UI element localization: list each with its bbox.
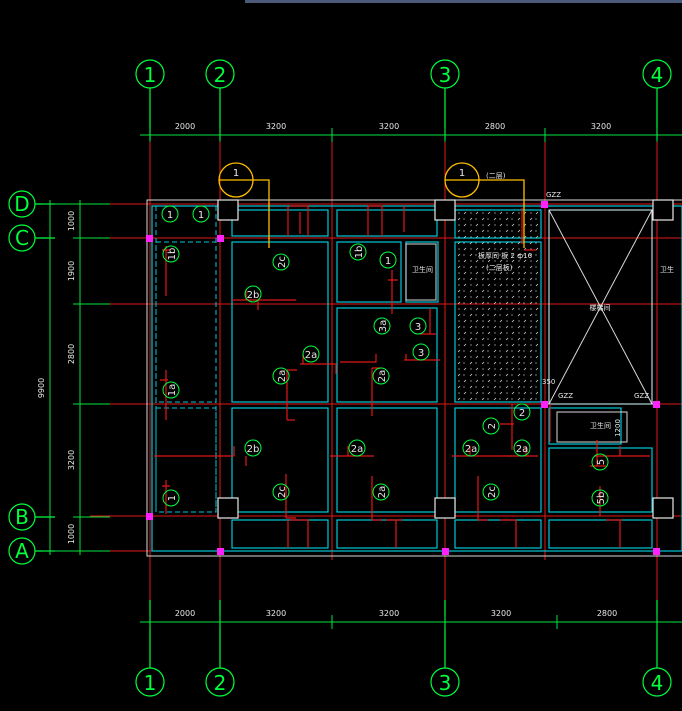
slab-label: 2a (305, 350, 318, 361)
grid-top-4: 4 (651, 63, 664, 87)
slab-label: 2a (351, 444, 364, 455)
slab-label: 3 (415, 322, 421, 333)
beam-outlines (155, 206, 653, 549)
slab-label: 2c (277, 486, 288, 498)
slab-label: 3 (418, 348, 424, 359)
rebar-marks (154, 205, 650, 548)
dim-top-4: 2800 (485, 122, 505, 131)
dim-bottom-3: 3200 (379, 609, 399, 618)
room-wc-3: 卫生 (660, 265, 674, 274)
slab-label: 1 (198, 210, 204, 221)
dim-left-5: 1000 (67, 524, 76, 544)
slab-label: 5b (596, 492, 607, 505)
dim-top-3: 3200 (379, 122, 399, 131)
dim-bottom-5: 2800 (597, 609, 617, 618)
dim-left-4: 3200 (67, 450, 76, 470)
bottom-grid-bubbles: 1 2 3 4 (135, 600, 672, 697)
dim-left-total: 9900 (37, 378, 46, 398)
dim-top-1: 2000 (175, 122, 195, 131)
grid-top-1: 1 (144, 63, 157, 87)
gz-label-3: GZZ (634, 392, 649, 400)
columns (217, 199, 674, 519)
bottom-dimension-line: 2000 3200 3200 3200 2800 (140, 609, 682, 629)
size-label: 350 (542, 378, 555, 386)
slab-label: 2a (377, 486, 388, 499)
slab-label: 1 (385, 256, 391, 267)
grid-bottom-4: 4 (651, 671, 664, 695)
dim-left-3: 2800 (67, 344, 76, 364)
top-dimension-line: 2000 3200 3200 2800 3200 (140, 122, 682, 142)
slab-label: 1b (354, 246, 365, 259)
grid-bottom-1: 1 (144, 671, 157, 695)
slab-label: 2a (465, 444, 478, 455)
support-nodes (146, 201, 660, 555)
grid-bottom-3: 3 (439, 671, 452, 695)
top-selection-strip (245, 0, 682, 3)
section-mark-1: 1 (233, 168, 239, 179)
slab-label: 2b (247, 290, 260, 301)
slab-label: 2a (377, 370, 388, 383)
slab-labels: 1 1 1b 2c 2b 1b 1 3a 3 2a 3 1a 2a 2a 2b … (161, 205, 609, 507)
vertical-axis-lines (149, 92, 658, 600)
slab-label: 1 (167, 210, 173, 221)
row-grid-bubbles: D C B A (8, 190, 55, 565)
dim-bottom-2: 3200 (266, 609, 286, 618)
section-mark-2: 1 (459, 168, 465, 179)
slab-label: 5 (596, 459, 607, 465)
wall-lines (405, 243, 657, 443)
slab-label: 2a (277, 370, 288, 383)
slab-label: 2 (519, 408, 525, 419)
dim-left-2: 1900 (67, 261, 76, 281)
gz-label-2: GZZ (558, 392, 573, 400)
gz-label-1: GZZ (546, 191, 561, 199)
grid-row-A: A (15, 539, 29, 563)
grid-row-D: D (14, 192, 29, 216)
note-level-b: (二层板) (486, 263, 513, 272)
dim-left-1: 1000 (67, 211, 76, 231)
slab-label: 1 (167, 495, 178, 501)
grid-bottom-2: 2 (214, 671, 227, 695)
slab-label: 1a (167, 384, 178, 397)
slab-label: 2a (516, 444, 529, 455)
grid-top-2: 2 (214, 63, 227, 87)
slab-label: 2 (487, 423, 498, 429)
grid-row-C: C (15, 226, 29, 250)
stair-label: 楼梯间 (590, 303, 611, 312)
note-1200: 1200 (614, 419, 622, 437)
slab-label: 1b (167, 248, 178, 261)
note-slab-thickness: 板厚同 板 2 ф16 (478, 251, 533, 260)
slab-label: 2c (277, 256, 288, 268)
notes: 板厚同 板 2 ф16 (二层) (二层板) 1200 GZZ GZZ GZZ … (412, 172, 674, 437)
slab-label: 2c (487, 486, 498, 498)
slab-label: 2b (247, 444, 260, 455)
slab-label: 3a (378, 320, 389, 333)
grid-top-3: 3 (439, 63, 452, 87)
dim-bottom-1: 2000 (175, 609, 195, 618)
slab-boundary (146, 199, 682, 557)
section-marks: 1 1 (218, 162, 525, 248)
stair-panel: 楼梯间 (548, 209, 653, 405)
hatched-slab (455, 210, 541, 402)
note-level-a: (二层) (486, 172, 506, 180)
dim-top-2: 3200 (266, 122, 286, 131)
dim-bottom-4: 3200 (491, 609, 511, 618)
grid-row-B: B (15, 505, 29, 529)
room-wc-1: 卫生间 (412, 265, 433, 274)
dim-top-5: 3200 (591, 122, 611, 131)
room-wc-2: 卫生间 (590, 421, 611, 430)
left-dimension-lines: 1000 1900 2800 3200 1000 9900 (37, 200, 110, 555)
